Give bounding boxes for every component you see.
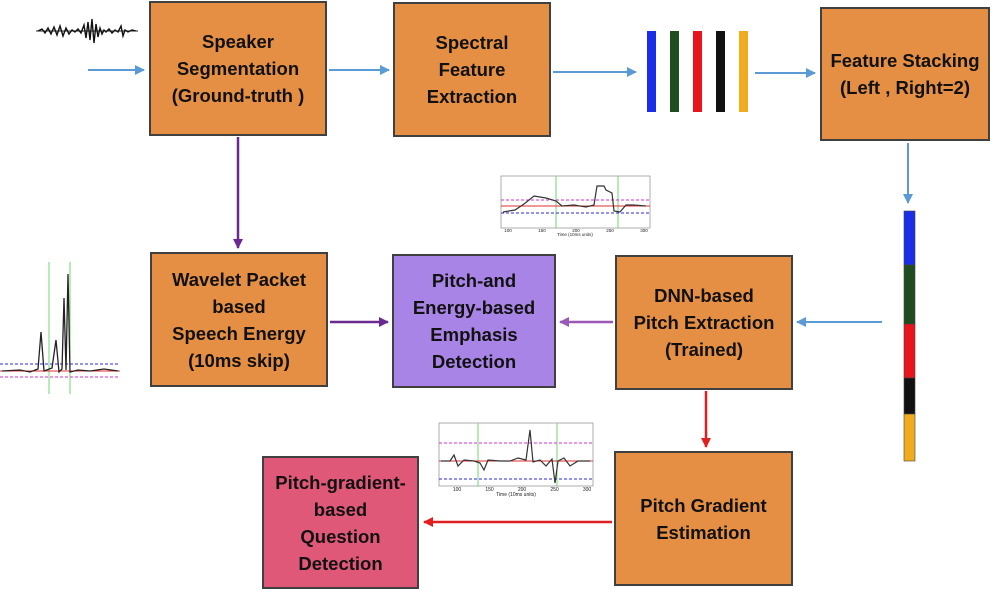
feature-frame-bar xyxy=(670,31,679,112)
tick-label: 100 xyxy=(504,228,512,233)
stacked-vector-segment xyxy=(903,377,916,415)
tick-label: 150 xyxy=(538,228,546,233)
dnn-pitch-extraction-box: DNN-based Pitch Extraction (Trained) xyxy=(615,255,793,390)
spectral-feature-extraction-label: Spectral Feature Extraction xyxy=(426,32,518,107)
pitch-gradient-plot-icon: 100 150 200 250 300 Time (10ms units) xyxy=(438,422,594,498)
tick-label: 100 xyxy=(453,487,462,493)
tick-label: 300 xyxy=(583,487,592,493)
stacked-vector-segment xyxy=(903,264,916,325)
tick-label: 150 xyxy=(485,487,494,493)
feature-stacking-label: Feature Stacking (Left , Right=2) xyxy=(830,50,980,98)
tick-label: 300 xyxy=(640,228,648,233)
stacked-vector-segment xyxy=(903,413,916,462)
tick-label: 200 xyxy=(518,487,527,493)
pitch-contour-x-label: Time (10ms units) xyxy=(557,232,593,237)
wavelet-packet-energy-label: Wavelet Packet based Speech Energy (10ms… xyxy=(171,268,307,371)
feature-frame-bar xyxy=(693,31,702,112)
speech-energy-plot-icon xyxy=(0,262,120,394)
speaker-segmentation-box: Speaker Segmentation (Ground-truth ) xyxy=(149,1,327,136)
feature-stacking-box: Feature Stacking (Left , Right=2) xyxy=(820,7,990,141)
emphasis-detection-label: Pitch-and Energy-based Emphasis Detectio… xyxy=(412,270,536,372)
emphasis-detection-box: Pitch-and Energy-based Emphasis Detectio… xyxy=(392,254,556,388)
stacked-feature-vector-icon xyxy=(903,210,916,462)
stacked-vector-segment xyxy=(903,323,916,379)
pitch-gradient-x-label: Time (10ms units) xyxy=(496,492,536,498)
pitch-gradient-estimation-label: Pitch Gradient Estimation xyxy=(640,494,767,543)
tick-label: 250 xyxy=(550,487,559,493)
pitch-contour-plot-icon: 100 150 200 250 300 Time (10ms units) xyxy=(500,175,651,237)
feature-frame-bar xyxy=(716,31,725,112)
speaker-segmentation-label: Speaker Segmentation (Ground-truth ) xyxy=(171,31,305,106)
pitch-gradient-estimation-box: Pitch Gradient Estimation xyxy=(614,451,793,586)
spectral-feature-extraction-box: Spectral Feature Extraction xyxy=(393,2,551,137)
tick-label: 250 xyxy=(606,228,614,233)
wavelet-packet-energy-box: Wavelet Packet based Speech Energy (10ms… xyxy=(150,252,328,387)
dnn-pitch-extraction-label: DNN-based Pitch Extraction (Trained) xyxy=(633,285,775,360)
speech-waveform-icon xyxy=(36,18,138,44)
question-detection-label: Pitch-gradient- based Question Detection xyxy=(275,471,406,574)
stacked-vector-segment xyxy=(903,210,916,266)
feature-frame-bar xyxy=(739,31,748,112)
tick-label: 200 xyxy=(572,228,580,233)
feature-frame-bar xyxy=(647,31,656,112)
feature-frames-icon xyxy=(647,31,748,112)
question-detection-box: Pitch-gradient- based Question Detection xyxy=(262,456,419,589)
